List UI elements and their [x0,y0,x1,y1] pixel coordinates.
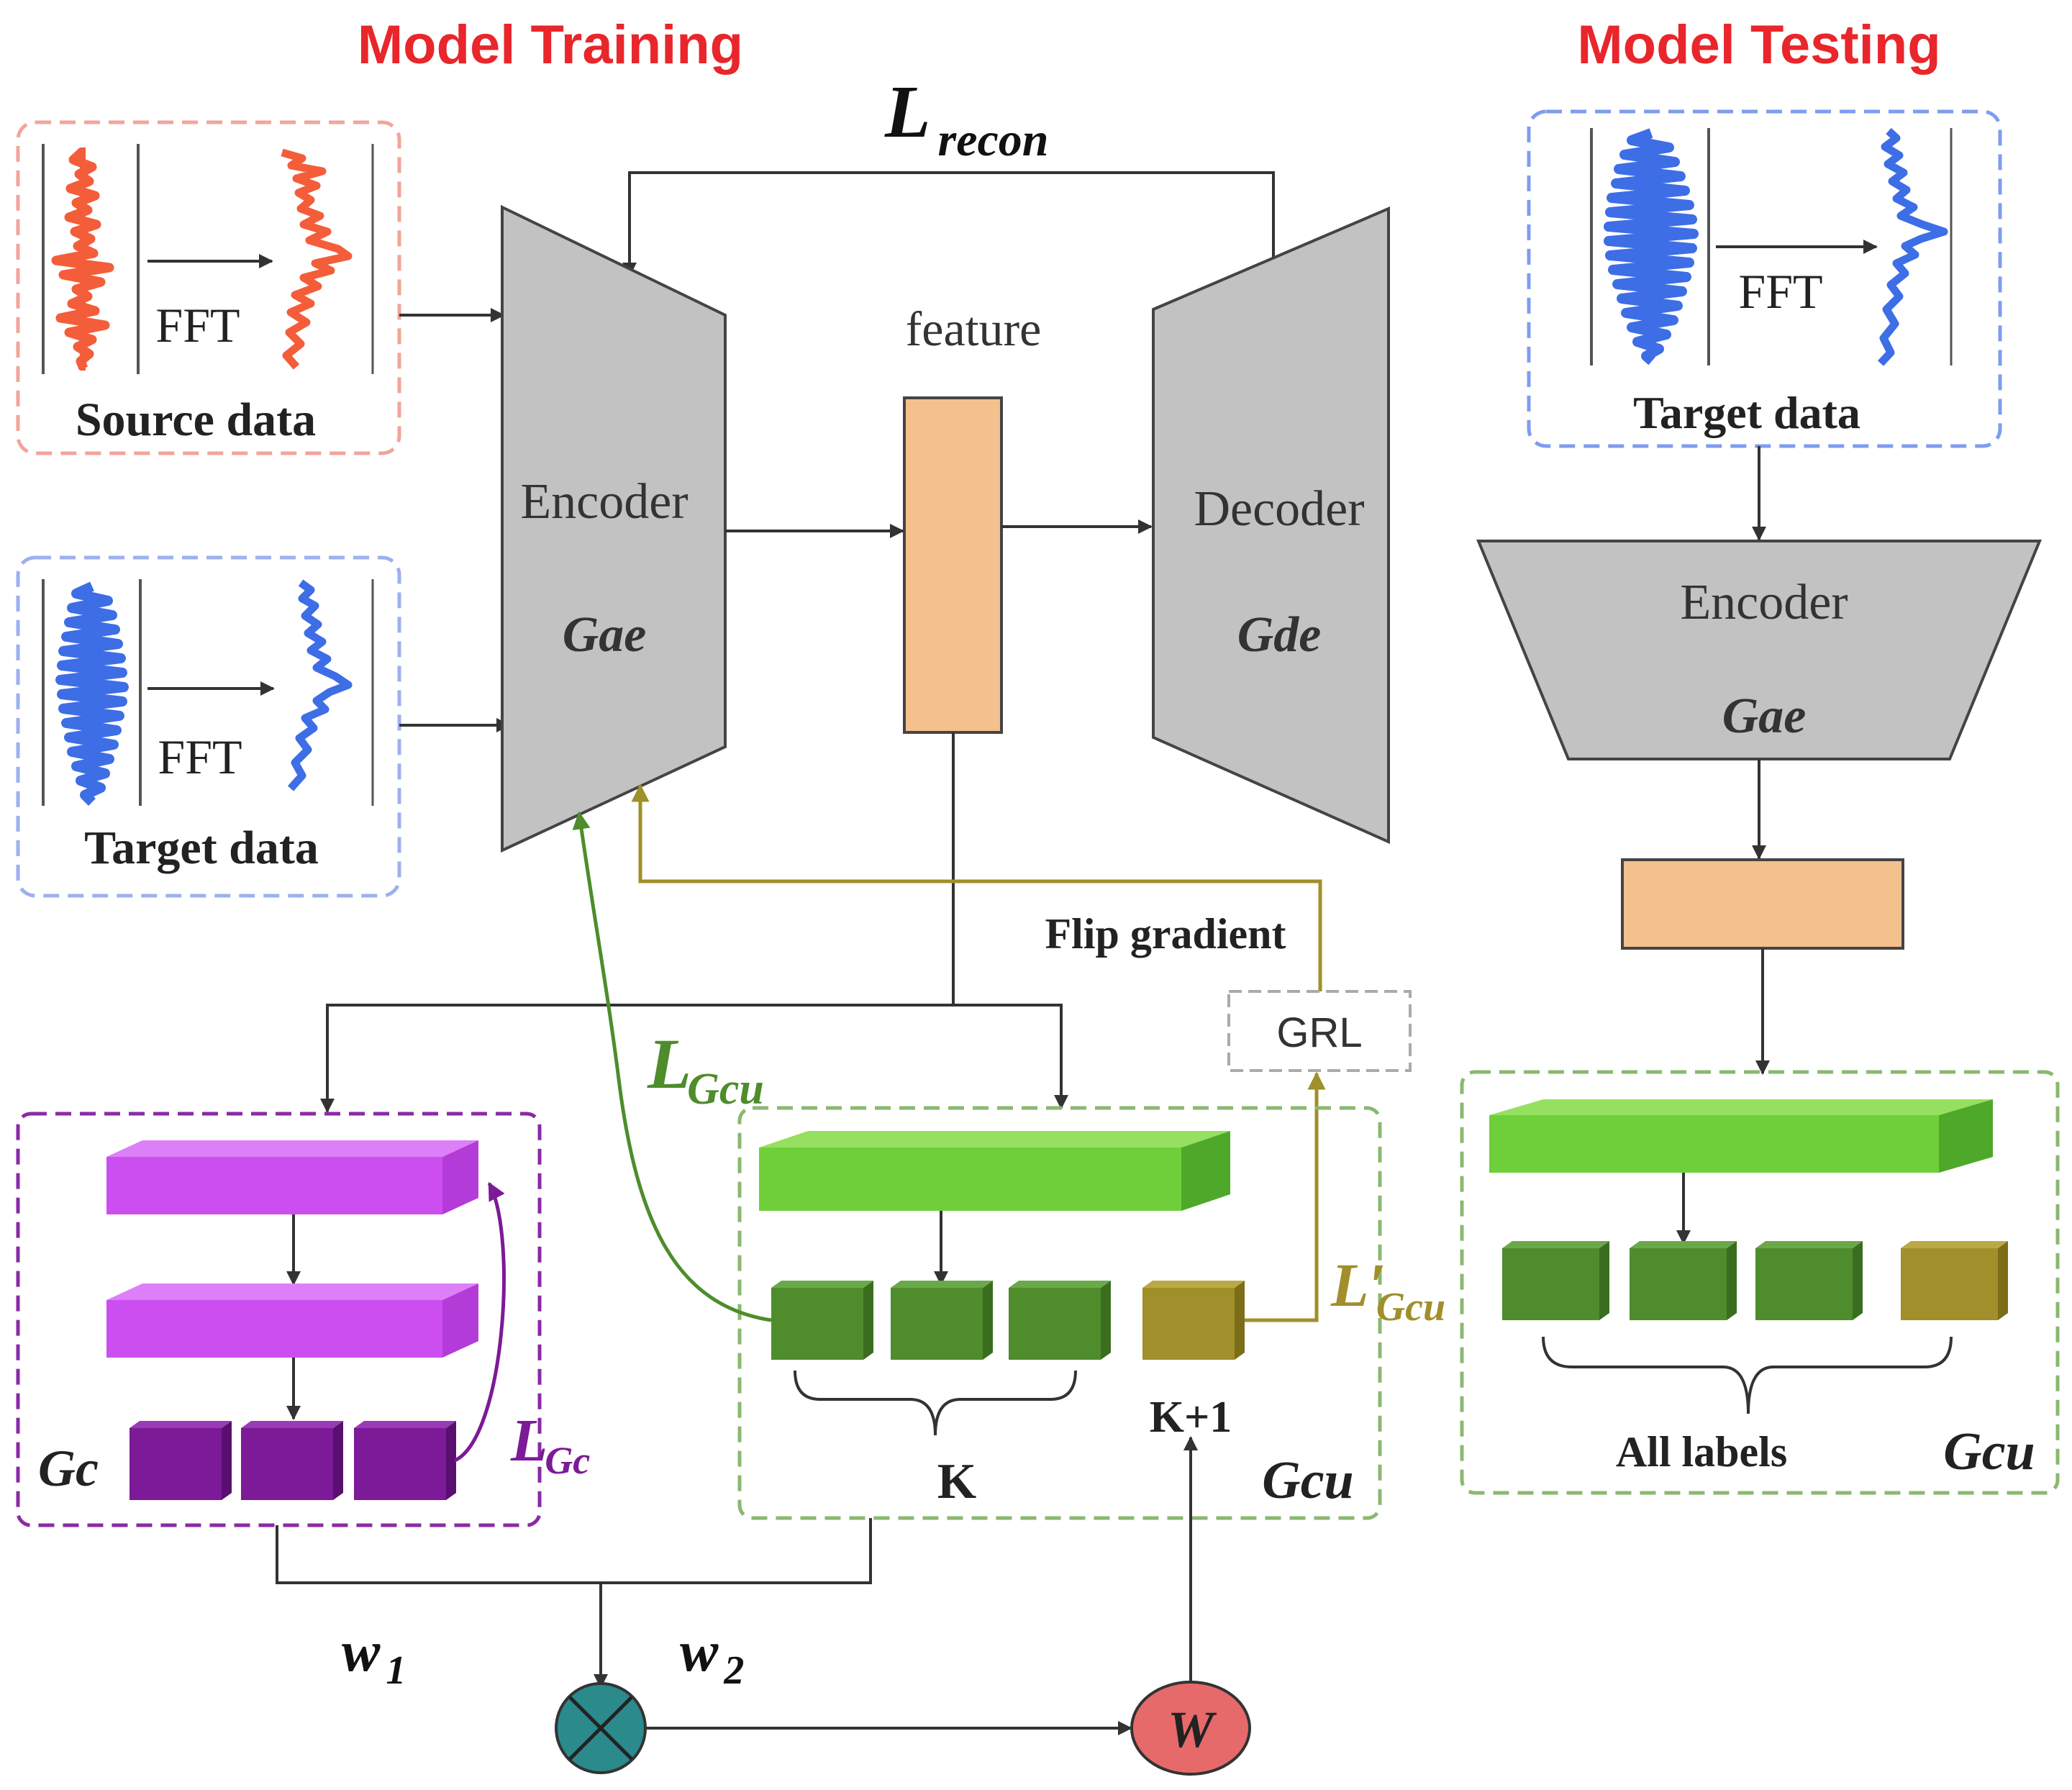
test-gcu-box [1460,1070,2060,1495]
w2-sub: 2 [723,1648,744,1693]
test-fft-label: FFT [1738,264,1822,319]
test-feature-block [1621,858,1904,950]
loss-gcu-prime-label: L′Gcu [1330,1250,1445,1330]
target-freq-waveform [287,579,353,791]
source-freq-waveform [281,148,353,370]
flip-gradient-label: Flip gradient [1045,910,1286,958]
loss-recon-main: L [884,71,931,153]
gc-label: Gc [38,1440,99,1497]
test-gcu-known-cube [1630,1241,1737,1320]
test-target-data-box [1527,109,2002,448]
encoder-label: Encoder [520,474,688,530]
all-labels-label: All labels [1616,1428,1787,1476]
k-plus-1-label: K+1 [1150,1393,1232,1442]
test-gcu-label: Gcu [1943,1422,2035,1481]
gc-layer-1 [106,1140,478,1214]
gcu-layer [759,1131,1230,1211]
decoder-trapezoid [1152,206,1390,845]
gcu-known-cubes [771,1281,1111,1360]
loss-gc-label: LGc [510,1407,590,1482]
gcu-known-cube [771,1281,873,1360]
grl-label: GRL [1276,1009,1362,1056]
split-to-gcu-arrow [953,1004,1068,1109]
target-time-waveform [55,581,129,806]
test-encoder-symbol: Gae [1722,689,1807,744]
test-encoder-trapezoid [1476,540,2042,760]
gc-to-combine-line [276,1525,601,1584]
loss-recon-sub: recon [938,114,1049,166]
target-data-label: Target data [84,822,319,874]
test-gcu-unknown-cube [1901,1241,2008,1320]
all-labels-brace [1542,1336,1953,1414]
gc-output-cube [354,1421,456,1500]
multiply-node [555,1682,647,1774]
loss-gc-arrow [453,1181,506,1463]
k-label: K [937,1454,976,1509]
w2-main: w [680,1620,719,1684]
gcu-to-combine-line [601,1518,872,1584]
feature-block [903,396,1003,734]
gc-output-cube [130,1421,232,1500]
gcu-unknown-cube [1142,1281,1245,1360]
encoder-trapezoid [501,204,727,853]
loss-gcu-prime-main: L′ [1330,1250,1386,1319]
feature-label: feature [906,301,1042,356]
gc-box [16,1112,542,1527]
test-gcu-layer [1489,1099,1993,1173]
gc-layer-2 [106,1284,478,1358]
w1-sub: 1 [386,1648,406,1693]
test-gcu-known-cube [1502,1241,1609,1320]
loss-gcu-sub: Gcu [687,1065,764,1114]
gcu-label: Gcu [1262,1451,1353,1510]
grl-box [1227,990,1412,1072]
title-model-testing: Model Testing [1577,14,1940,76]
w-node: W [1130,1681,1251,1776]
test-freq-waveform [1877,127,1948,366]
loss-gcu-main: L [647,1024,691,1104]
loss-gc-main: L [510,1407,547,1474]
flip-gradient-arrow [631,783,1322,991]
decoder-label: Decoder [1194,481,1364,537]
gcu-known-cube [891,1281,993,1360]
source-fft-label: FFT [155,298,240,353]
w1-main: w [342,1620,381,1684]
test-encoder-label: Encoder [1680,575,1848,630]
gcu-known-cube [1009,1281,1111,1360]
loss-gcu-label: LGcu [647,1024,764,1114]
source-time-waveform [51,147,114,371]
loss-gcu-prime-sub: Gcu [1376,1285,1445,1330]
title-model-training: Model Training [358,14,743,76]
w-node-label: W [1168,1701,1217,1758]
split-to-gc-arrow [320,1004,953,1113]
recon-arrow [622,171,1275,277]
target-fft-label: FFT [158,730,242,784]
gc-output-cube [241,1421,343,1500]
test-gcu-output-cubes [1502,1241,2008,1320]
test-gcu-known-cube [1755,1241,1863,1320]
encoder-symbol: Gae [563,607,647,663]
decoder-symbol: Gde [1237,607,1322,663]
test-target-data-label: Target data [1633,387,1860,438]
loss-gcu-arrow [572,811,772,1322]
k-brace [794,1370,1077,1436]
multiply-icon-stroke [568,1696,633,1761]
loss-gc-sub: Gc [545,1439,590,1482]
source-data-box [16,120,401,455]
gc-output-cubes [130,1421,456,1500]
test-time-waveform [1604,128,1699,365]
unknown-to-grl-arrow [1243,1071,1326,1322]
source-data-label: Source data [76,394,316,446]
